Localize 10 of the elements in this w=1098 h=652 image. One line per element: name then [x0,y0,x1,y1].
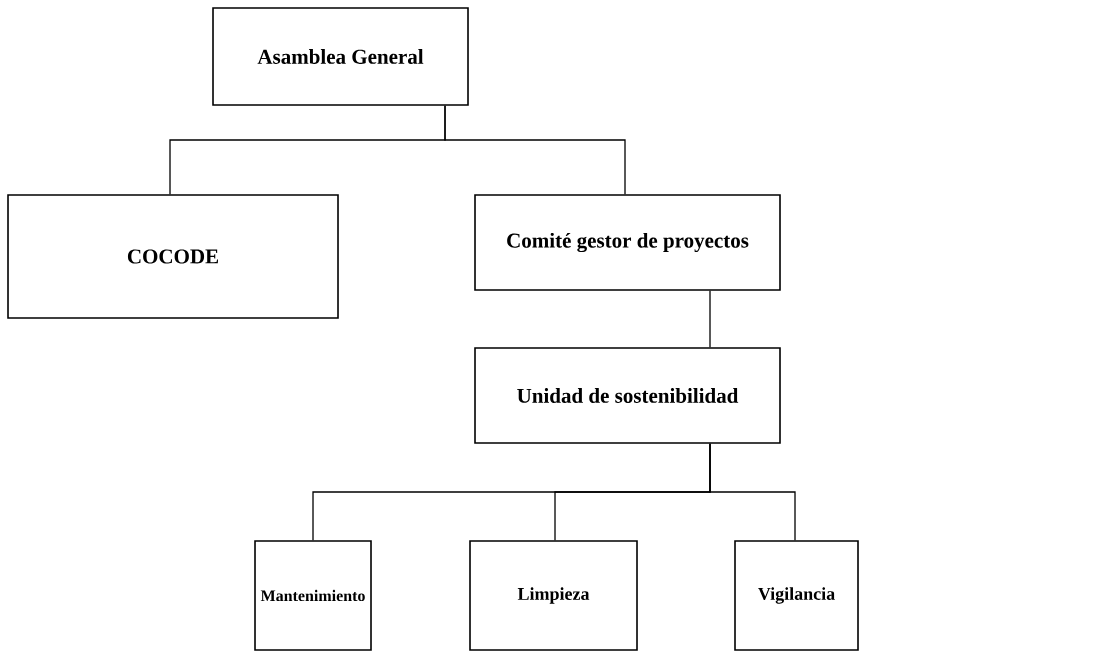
org-box: Unidad de sostenibilidad [474,347,781,444]
connector-line [444,105,626,195]
org-box: Comité gestor de proyectos [474,194,781,291]
org-box: Mantenimiento [254,540,372,651]
org-box: Vigilancia [734,540,859,651]
connector-line [709,443,796,541]
org-box: Asamblea General [212,7,469,106]
org-box: Limpieza [469,540,638,651]
connector-line [709,290,711,348]
org-box: COCODE [7,194,339,319]
